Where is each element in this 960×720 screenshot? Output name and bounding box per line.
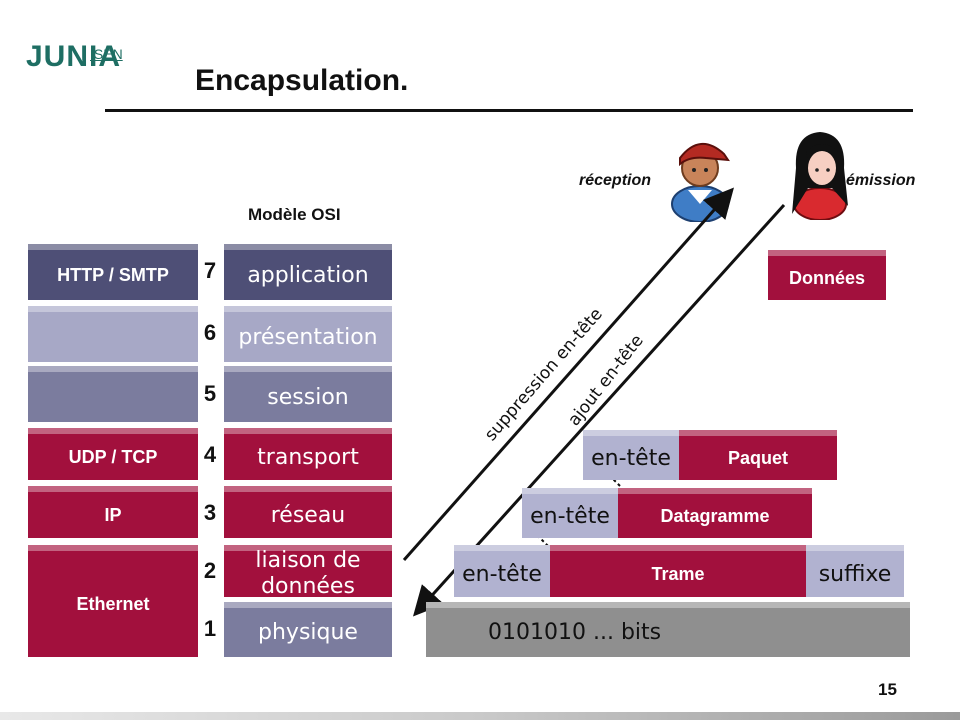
layer-number-5: 5 — [203, 381, 217, 406]
footer-bar — [0, 712, 960, 720]
osi-layer-transport: transport — [224, 428, 392, 480]
frame-block: Trame — [550, 545, 806, 597]
osi-layer-application: application — [224, 244, 392, 300]
osi-layer-network: réseau — [224, 486, 392, 538]
junia-logo: JUNIA — [26, 40, 122, 73]
emission-label: émission — [846, 172, 916, 189]
layer-number-1: 1 — [203, 616, 217, 641]
protocol-udp-tcp: UDP / TCP — [28, 428, 198, 480]
packet-header: en-tête — [583, 430, 679, 480]
osi-layer-session: session — [224, 366, 392, 422]
page-title: Encapsulation. — [195, 64, 409, 97]
protocol-ip: IP — [28, 486, 198, 538]
protocol-http-smtp: HTTP / SMTP — [28, 244, 198, 300]
page-number: 15 — [878, 680, 897, 699]
frame-suffix: suffixe — [806, 545, 904, 597]
isen-logo-link[interactable]: ISEN — [90, 46, 123, 62]
osi-layer-presentation: présentation — [224, 306, 392, 362]
title-divider — [105, 109, 913, 112]
datagram-block: Datagramme — [618, 488, 812, 538]
layer-number-3: 3 — [203, 500, 217, 525]
reception-label: réception — [579, 172, 652, 189]
bits-block: 0101010 ... bits — [426, 602, 910, 657]
layer-number-7: 7 — [203, 258, 217, 283]
layer-number-6: 6 — [203, 320, 217, 345]
frame-header: en-tête — [454, 545, 550, 597]
remove-header-arrow — [402, 187, 734, 561]
protocol-blank-6 — [28, 306, 198, 362]
protocol-ethernet: Ethernet — [28, 545, 198, 657]
protocol-blank-5 — [28, 366, 198, 422]
datagram-header: en-tête — [522, 488, 618, 538]
add-header-arrow — [412, 203, 786, 617]
osi-layer-physical: physique — [224, 602, 392, 657]
layer-number-2: 2 — [203, 558, 217, 583]
sender-person-icon — [792, 132, 848, 220]
packet-block: Paquet — [679, 430, 837, 480]
osi-layer-data-link: liaison de données — [224, 545, 392, 599]
layer-number-4: 4 — [203, 442, 217, 467]
data-block: Données — [768, 250, 886, 300]
osi-model-heading: Modèle OSI — [248, 205, 341, 224]
